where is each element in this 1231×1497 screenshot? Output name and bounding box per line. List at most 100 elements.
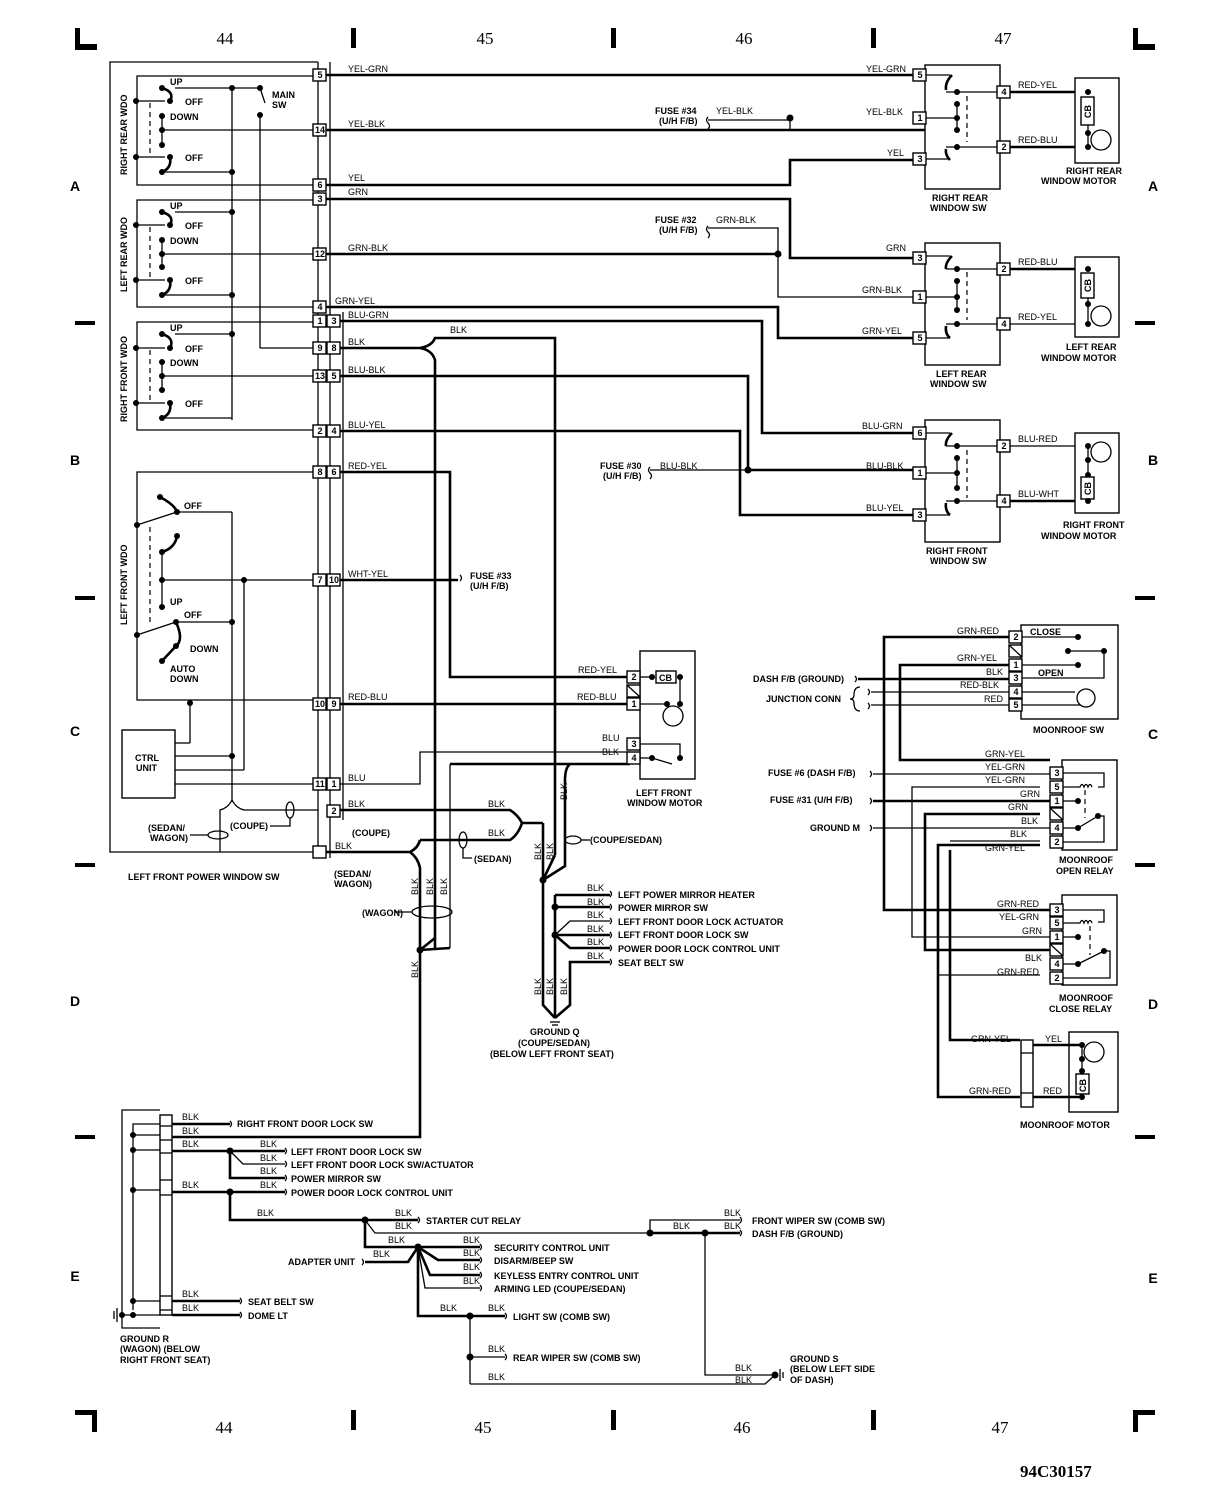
ground-r-blk-6: BLK [260, 1166, 277, 1176]
ground-s-blk-1: BLK [395, 1208, 412, 1218]
ground-s-title-3: OF DASH) [790, 1375, 834, 1385]
pos-off-lr: OFF [185, 221, 203, 231]
rf-wire-out-1: BLU-RED [1018, 434, 1058, 444]
ground-s-blk-8: BLK [463, 1276, 480, 1286]
grid-row-left-b: B [70, 452, 80, 468]
pos-auto-lf: AUTO [170, 664, 195, 674]
fuse-33-label-2: (U/H F/B) [470, 581, 509, 591]
ground-q-load-0: LEFT POWER MIRROR HEATER [618, 890, 755, 900]
svg-text:1: 1 [317, 316, 322, 326]
mm-title: MOONROOF MOTOR [1020, 1120, 1110, 1130]
pos-off-rf: OFF [185, 344, 203, 354]
grid-col-top-46: 46 [736, 29, 753, 48]
ground-s-title-1: GROUND S [790, 1354, 839, 1364]
ground-s-blk-5: BLK [463, 1235, 480, 1245]
wire-label-blk-3: BLK [335, 841, 352, 851]
rf-wire-in-1: BLU-GRN [862, 421, 903, 431]
lf-motor-wire-2: RED-BLU [577, 692, 617, 702]
ground-s-blk-4: BLK [373, 1249, 390, 1259]
wire-label-red-blu: RED-BLU [348, 692, 388, 702]
ground-s-title-2: (BELOW LEFT SIDE [790, 1364, 875, 1374]
ground-s-blk-12: BLK [488, 1372, 505, 1382]
section-left-rear-label: LEFT REAR WDO [119, 217, 129, 292]
rr-motor-title-2: WINDOW MOTOR [1041, 176, 1117, 186]
fuse-31-label: FUSE #31 (U/H F/B) [770, 795, 853, 805]
svg-text:10: 10 [329, 575, 339, 585]
ground-s-blk-15: BLK [724, 1221, 741, 1231]
mm-wire-4: RED [1043, 1086, 1063, 1096]
ground-s-blk-9: BLK [440, 1303, 457, 1313]
mcr-wire-3: GRN [1022, 926, 1042, 936]
wire-label-blu-blk: BLU-BLK [348, 365, 386, 375]
lf-motor-title-2: WINDOW MOTOR [627, 798, 703, 808]
rf-motor-title-1: RIGHT FRONT [1063, 520, 1125, 530]
mm-wire-2: YEL [1045, 1034, 1062, 1044]
lf-motor-cb: CB [659, 673, 672, 683]
svg-text:9: 9 [317, 343, 322, 353]
mor-wire-6: BLK [1021, 816, 1038, 826]
variant-sedan-wagon-2: WAGON) [150, 833, 188, 843]
moonroof-open-label: OPEN [1038, 668, 1064, 678]
section-left-front-label: LEFT FRONT WDO [119, 545, 129, 626]
msw-wire-4: RED-BLK [960, 680, 999, 690]
ground-r-title-1: GROUND R [120, 1334, 169, 1344]
wire-label-blu: BLU [348, 773, 366, 783]
lr-wire-in-3: GRN-YEL [862, 326, 902, 336]
lr-switch-title-2: WINDOW SW [930, 379, 987, 389]
lf-motor-wire-4: BLK [602, 747, 619, 757]
lr-motor-title-1: LEFT REAR [1066, 342, 1117, 352]
ground-r-blk-2: BLK [182, 1126, 199, 1136]
pos-up-lr: UP [170, 201, 183, 211]
svg-text:3: 3 [1013, 673, 1018, 683]
mm-wire-1: GRN-YEL [971, 1034, 1011, 1044]
ground-s-blk-17: BLK [735, 1375, 752, 1385]
right-front-window-motor [1074, 432, 1120, 514]
grid-row-right-d: D [1148, 996, 1158, 1012]
grid-col-top-47: 47 [995, 29, 1013, 48]
svg-text:1: 1 [917, 468, 922, 478]
main-sw-label-2: SW [272, 100, 287, 110]
ground-r-blk-7: BLK [182, 1180, 199, 1190]
wire-label-blu-yel: BLU-YEL [348, 420, 386, 430]
svg-text:6: 6 [317, 180, 322, 190]
ground-s-load-5: LIGHT SW (COMB SW) [513, 1312, 610, 1322]
svg-text:4: 4 [331, 426, 336, 436]
svg-text:4: 4 [1054, 959, 1059, 969]
section-right-front-label: RIGHT FRONT WDO [119, 336, 129, 422]
svg-text:6: 6 [331, 467, 336, 477]
ground-s-cluster [361, 1216, 784, 1385]
fuse-30-label-1: FUSE #30 [600, 461, 642, 471]
mor-wire-5: GRN [1008, 802, 1028, 812]
grid-row-right-a: A [1148, 178, 1158, 194]
mcr-wire-4: BLK [1025, 953, 1042, 963]
ground-r-blk-9: BLK [257, 1208, 274, 1218]
vertical-blk-1: BLK [410, 878, 420, 895]
junction-conn-label: JUNCTION CONN [766, 694, 841, 704]
vertical-blk-8: BLK [533, 978, 543, 995]
fuse-34-label-1: FUSE #34 [655, 106, 697, 116]
svg-text:3: 3 [331, 316, 336, 326]
ground-r-title-2: (WAGON) (BELOW [120, 1344, 200, 1354]
moonroof-close-label: CLOSE [1030, 627, 1061, 637]
ctrl-unit-label-2: UNIT [136, 763, 157, 773]
ground-s-blk-16: BLK [735, 1363, 752, 1373]
wire-label-blk-2: BLK [348, 799, 365, 809]
svg-text:5: 5 [1054, 918, 1059, 928]
mor-wire-2: YEL-GRN [985, 762, 1025, 772]
svg-text:7: 7 [317, 575, 322, 585]
ground-r-load-2: LEFT FRONT DOOR LOCK SW/ACTUATOR [291, 1160, 474, 1170]
mcr-title-2: CLOSE RELAY [1049, 1004, 1112, 1014]
grid-col-top-44: 44 [217, 29, 235, 48]
svg-text:3: 3 [917, 510, 922, 520]
figure-id: 94C30157 [1020, 1462, 1092, 1481]
svg-text:11: 11 [315, 779, 325, 789]
pos-down-lf: DOWN [190, 644, 219, 654]
pos-up-rr: UP [170, 77, 183, 87]
lr-wire-in-2: GRN-BLK [862, 285, 902, 295]
ctrl-unit-label-1: CTRL [135, 753, 159, 763]
lr-wire-out-1: RED-BLU [1018, 257, 1058, 267]
svg-text:2: 2 [1001, 142, 1006, 152]
ground-q-title-1: GROUND Q [530, 1027, 580, 1037]
grid-col-bottom-47: 47 [992, 1418, 1010, 1437]
wire-label-blk-4: BLK [488, 799, 505, 809]
